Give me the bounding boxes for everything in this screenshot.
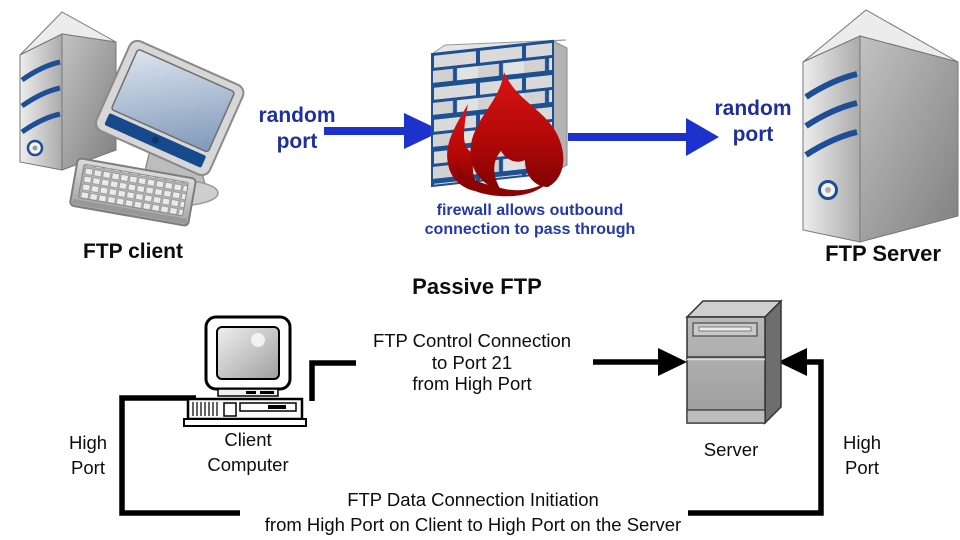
ftp-client-label: FTP client: [83, 240, 183, 263]
left-high-port-label: High Port: [68, 432, 108, 478]
client-to-firewall-arrow-icon: [324, 113, 442, 149]
passive-ftp-title: Passive FTP: [412, 274, 542, 299]
control-arrowhead-icon: [658, 348, 687, 376]
client-computer-label: Client Computer: [207, 429, 289, 475]
right-random-port-label: random port: [714, 97, 792, 146]
right-high-port-label: High Port: [842, 432, 882, 478]
keyboard-icon: [69, 157, 197, 227]
data-connection-label: FTP Data Connection Initiation from High…: [264, 489, 682, 535]
firewall-icon: [431, 39, 568, 197]
monitor-screen: [111, 49, 235, 153]
client-tower-icon: [19, 11, 117, 171]
ftp-server-label: FTP Server: [825, 241, 941, 266]
firewall-caption: firewall allows outbound connection to p…: [424, 202, 636, 238]
server-high-port-line: [688, 359, 824, 516]
server-box-icon: [685, 299, 783, 425]
data-arrowhead-icon: [778, 348, 807, 376]
ftp-server-tower-icon: [802, 9, 959, 243]
client-high-port-line: [119, 395, 240, 516]
control-connection-label: FTP Control Connection to Port 21 from H…: [372, 330, 572, 394]
server-label: Server: [703, 439, 759, 460]
monitor-icon: [95, 39, 245, 177]
client-computer-icon: [183, 315, 307, 427]
connection-lines: [119, 359, 824, 516]
firewall-to-server-arrow-icon: [568, 118, 719, 156]
left-random-port-label: random port: [258, 104, 336, 153]
client-control-line: [309, 360, 356, 401]
flame-icon: [447, 72, 564, 197]
